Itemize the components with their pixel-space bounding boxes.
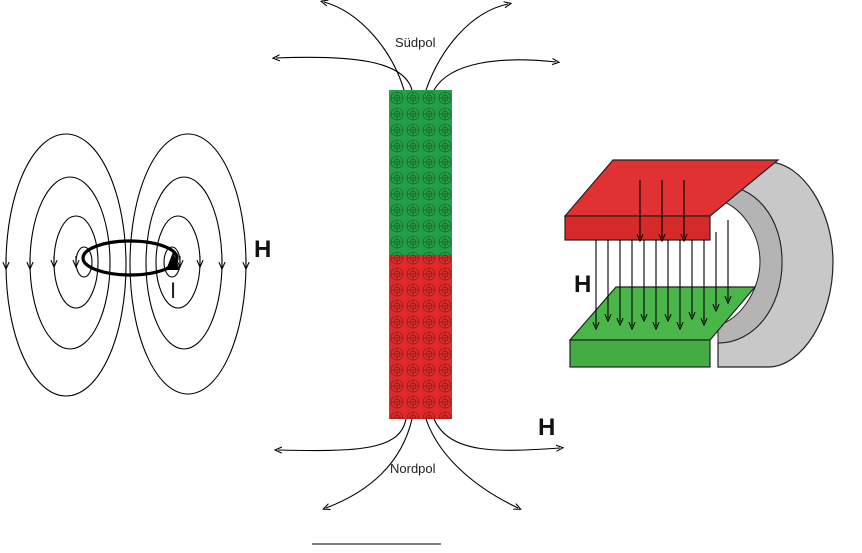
horseshoe-magnet-diagram: H: [563, 159, 834, 368]
current-direction-arrow-icon: [166, 252, 180, 270]
bar-field-label: H: [538, 414, 555, 441]
current-loop: [81, 239, 179, 277]
top-plate-front: [564, 215, 711, 241]
gap-field-lines: [596, 180, 728, 326]
magnet-texture: [389, 90, 452, 419]
magnet-inner-shadow: [717, 184, 783, 344]
north-pole-label: Nordpol: [390, 461, 436, 476]
current-label: I: [170, 278, 176, 303]
top-field-lines: [276, 2, 556, 91]
current-loop-diagram: I H: [6, 133, 271, 397]
left-field-lines: [6, 133, 127, 397]
horseshoe-field-label: H: [574, 271, 591, 298]
bottom-field-lines: [278, 418, 560, 508]
bar-magnet-diagram: Südpol Nordpol H: [276, 2, 560, 545]
right-field-lines: [129, 133, 246, 395]
bottom-plate-front: [569, 339, 711, 368]
south-pole-label: Südpol: [395, 35, 436, 50]
loop-field-label: H: [254, 236, 271, 263]
